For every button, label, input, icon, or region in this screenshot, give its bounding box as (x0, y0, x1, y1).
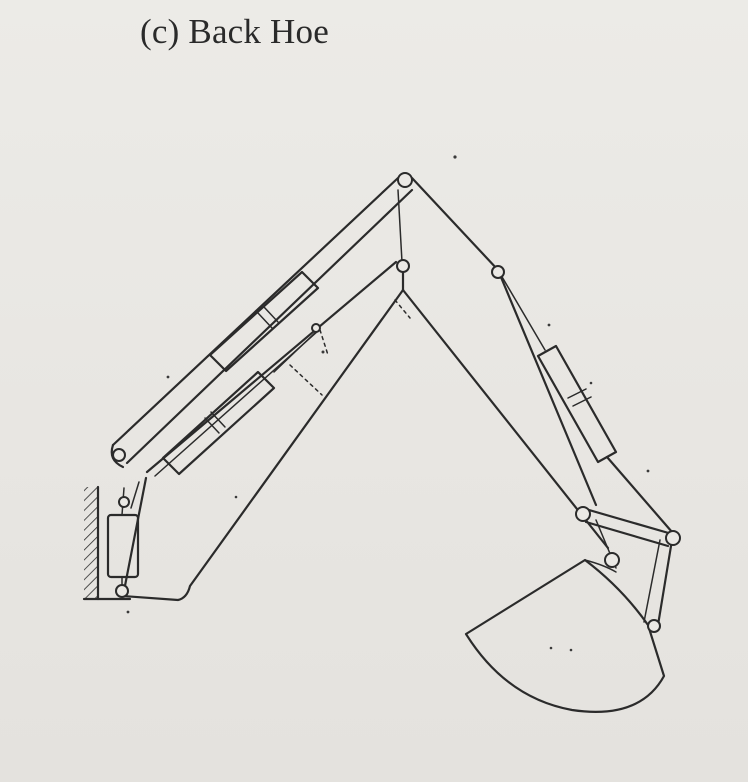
pin-bucket-lower (647, 619, 661, 633)
bucket-link-vertical-2 (643, 539, 661, 623)
print-specks (126, 155, 650, 652)
boom-cylinder-lower-barrel (161, 370, 276, 476)
dipper-cylinder-barrel (536, 344, 618, 464)
upper-arm (110, 176, 414, 469)
boom-cylinder-upper-collar-2 (263, 306, 279, 323)
base-cylinder-rod-2 (130, 481, 140, 509)
speck (547, 323, 551, 327)
bucket-link-top (580, 506, 674, 536)
boom-cylinder-upper (208, 270, 320, 373)
pin-arm-base (112, 448, 126, 462)
pin-bucket-hinge (604, 552, 620, 568)
upper-arm-edge-bottom (125, 188, 414, 465)
speck (589, 381, 593, 385)
boom-cylinder-upper-collar (257, 312, 273, 329)
ground-frame (82, 485, 132, 601)
speck (569, 648, 573, 652)
pin-apex (397, 172, 413, 188)
ground-hatching (84, 487, 98, 599)
pin-knuckle (396, 259, 410, 273)
upper-arm-edge-top (111, 176, 400, 447)
dashed-line-2 (394, 299, 411, 319)
boom-base-post (121, 476, 148, 598)
pin-stick-top (491, 265, 505, 279)
speck (549, 646, 553, 650)
stick-mid-edge (496, 268, 598, 507)
bucket-linkage (580, 506, 674, 627)
dipper-stick (401, 176, 610, 550)
bucket-rim (584, 559, 617, 573)
pin-cylinder-top (118, 496, 130, 508)
dipper-cylinder-rod (497, 269, 546, 351)
speck (126, 610, 130, 614)
dashed-line-1 (289, 364, 323, 396)
speck (234, 495, 238, 499)
second-arm (145, 260, 398, 477)
pin-ground (115, 584, 129, 598)
boom-cylinder-lower-rod (273, 329, 319, 373)
construction-lines (289, 299, 411, 396)
dipper-cylinder-extension (605, 455, 674, 534)
bucket-link-bottom (584, 520, 670, 548)
dipper-cylinder-collar-2 (572, 396, 592, 407)
dipper-cylinder (497, 269, 674, 534)
boom-lower-edge (121, 288, 405, 602)
bucket-outline (464, 558, 666, 713)
speck (646, 469, 650, 473)
boom-cylinder-lower-collar (204, 417, 220, 434)
stick-lower-edge (401, 288, 610, 550)
stick-top-edge (410, 176, 500, 272)
second-arm-edge (145, 260, 398, 474)
pivot-pins (112, 172, 681, 633)
bucket-link-vertical (656, 538, 674, 627)
speck (321, 350, 325, 354)
pin-bucket-link-right (665, 530, 681, 546)
figure-caption: (c) Back Hoe (140, 12, 329, 51)
boom-cylinder-lower (161, 329, 319, 476)
base-cylinder-body (106, 513, 140, 579)
speck (166, 375, 170, 379)
bucket (464, 558, 666, 713)
speck (453, 155, 457, 159)
pin-cylinder-lower-end (311, 323, 321, 333)
dashed-line-3 (319, 329, 329, 356)
dipper-cylinder-collar (567, 388, 587, 399)
pin-bucket-link-left (575, 506, 591, 522)
boom-cylinder-upper-barrel (208, 270, 320, 373)
boom-cylinder-lower-collar-2 (210, 411, 226, 428)
